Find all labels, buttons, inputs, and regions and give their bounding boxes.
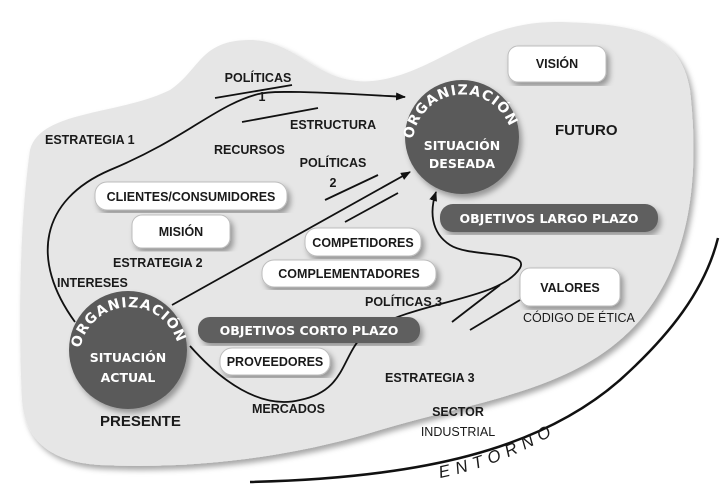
values-box: VALORES [519, 267, 621, 307]
svg-text:ACTUAL: ACTUAL [101, 370, 156, 385]
strategy-1-label: ESTRATEGIA 1 [45, 133, 135, 147]
competitors-box: COMPETIDORES [304, 227, 422, 257]
industrial-label: INDUSTRIAL [421, 425, 495, 439]
vision-box: VISIÓN [507, 45, 607, 83]
strategy-2-arrow [171, 171, 411, 306]
svg-text:OBJETIVOS CORTO PLAZO: OBJETIVOS CORTO PLAZO [220, 323, 399, 338]
svg-text:PROVEEDORES: PROVEEDORES [227, 355, 324, 369]
complementors-box: COMPLEMENTADORES [261, 259, 437, 288]
svg-text:VISIÓN: VISIÓN [536, 56, 578, 71]
policy-3-line [451, 284, 501, 323]
policy-3b-line [469, 299, 521, 331]
markets-label: MERCADOS [252, 402, 325, 416]
policies-1-label: POLÍTICAS [225, 70, 292, 85]
svg-text:SITUACIÓN: SITUACIÓN [424, 138, 501, 153]
clients-box: CLIENTES/CONSUMIDORES [94, 181, 288, 211]
svg-text:CLIENTES/CONSUMIDORES: CLIENTES/CONSUMIDORES [107, 190, 276, 204]
suppliers-box: PROVEEDORES [219, 347, 331, 376]
strategy-2-label: ESTRATEGIA 2 [113, 256, 203, 270]
policy-2-line [324, 174, 379, 201]
svg-text:OBJETIVOS LARGO PLAZO: OBJETIVOS LARGO PLAZO [460, 211, 639, 226]
present-label: PRESENTE [100, 413, 181, 430]
code-of-ethics-label: CÓDIGO DE ÉTICA [523, 310, 635, 325]
sector-label: SECTOR [432, 405, 484, 419]
svg-text:SITUACIÓN: SITUACIÓN [90, 350, 167, 365]
interests-label: INTERESES [57, 276, 128, 290]
long-term-objectives-box: OBJETIVOS LARGO PLAZO [440, 204, 658, 232]
policy-2b-line [344, 192, 399, 223]
future-label: FUTURO [555, 122, 618, 139]
strategy-1-arrow [46, 91, 406, 323]
policy-1-line [214, 84, 293, 99]
svg-text:VALORES: VALORES [540, 281, 600, 295]
svg-text:DESEADA: DESEADA [429, 156, 496, 171]
svg-text:MISIÓN: MISIÓN [159, 224, 203, 239]
short-term-objectives-box: OBJETIVOS CORTO PLAZO [198, 317, 420, 343]
resources-label: RECURSOS [214, 143, 285, 157]
policy-1b-line [241, 107, 319, 123]
environment-boundary-line [249, 237, 720, 484]
policies-1-number: 1 [259, 90, 266, 104]
strategy-3-label: ESTRATEGIA 3 [385, 371, 475, 385]
structure-label: ESTRUCTURA [290, 118, 376, 132]
policies-3-label: POLÍTICAS 3 [365, 294, 442, 309]
policies-2-number: 2 [330, 176, 337, 190]
policies-2-label: POLÍTICAS [300, 155, 367, 170]
svg-text:COMPETIDORES: COMPETIDORES [312, 236, 413, 250]
mission-box: MISIÓN [131, 214, 231, 249]
strategy-3-arrow [189, 191, 522, 403]
svg-text:COMPLEMENTADORES: COMPLEMENTADORES [278, 267, 419, 281]
